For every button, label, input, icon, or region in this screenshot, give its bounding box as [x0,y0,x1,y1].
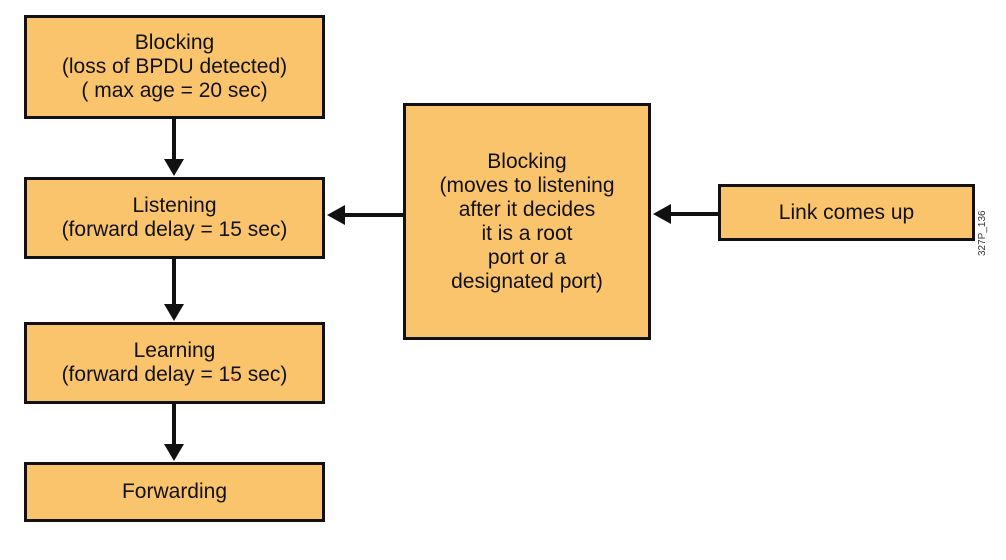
box-blocking-decision-line-6: designated port) [451,269,603,293]
box-blocking-decision-line-2: (moves to listening [439,173,615,197]
box-blocking-decision-line-1: Blocking [487,149,567,173]
box-blocking-decision-line-3: after it decides [458,197,596,221]
box-blocking-max-age: Blocking (loss of BPDU detected) ( max a… [24,15,325,119]
box-listening: Listening (forward delay = 15 sec) [24,177,325,259]
stray-mark [232,378,235,381]
box-blocking-max-age-line-3: ( max age = 20 sec) [81,79,268,102]
arrow-blocking-to-listening-head [164,159,184,176]
box-link-comes-up: Link comes up [718,184,975,241]
box-forwarding: Forwarding [24,462,325,522]
arrow-listening-to-learning-head [164,304,184,321]
box-blocking-max-age-line-2: (loss of BPDU detected) [61,55,288,78]
box-listening-line-1: Listening [132,194,217,217]
box-forwarding-line-1: Forwarding [121,480,228,503]
arrow-link-to-decision-head [653,204,671,224]
box-blocking-decision-line-4: it is a root [481,221,573,245]
box-link-comes-up-line-1: Link comes up [778,200,915,224]
box-blocking-decision-line-5: port or a [487,245,567,269]
box-listening-line-2: (forward delay = 15 sec) [61,218,288,241]
box-learning-line-1: Learning [133,339,216,362]
box-blocking-max-age-line-1: Blocking [134,31,215,54]
box-learning-line-2: (forward delay = 15 sec) [61,363,288,386]
arrow-learning-to-forwarding-head [164,444,184,461]
arrow-decision-to-listening-head [327,205,345,225]
figure-code: 327P_136 [977,210,988,256]
box-learning: Learning (forward delay = 15 sec) [24,322,325,404]
box-blocking-decision: Blocking (moves to listening after it de… [403,103,651,340]
